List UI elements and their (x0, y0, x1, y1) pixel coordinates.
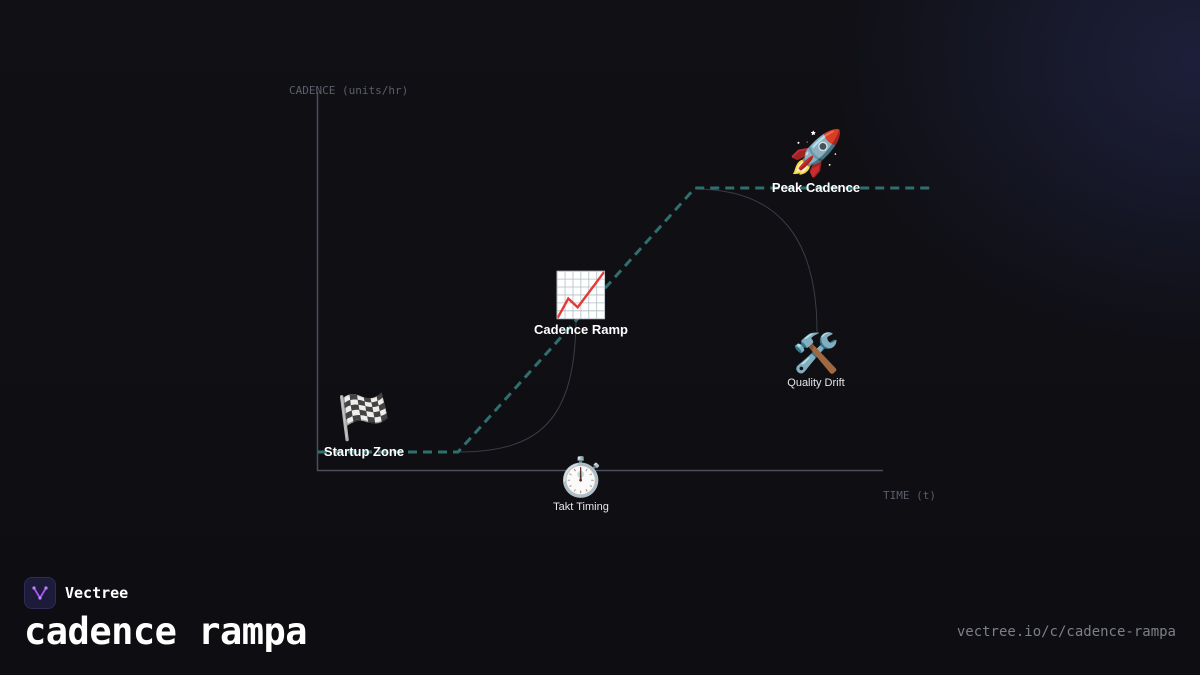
connector-peak-drift (694, 188, 818, 333)
node-peak-cadence: 🚀 Peak Cadence (771, 128, 861, 196)
stopwatch-icon: ⏱️ (557, 455, 605, 499)
cadence-ramp-line (318, 186, 930, 454)
y-axis-label: CADENCE (units/hr) (289, 84, 409, 97)
hammer-wrench-icon: 🛠️ (792, 331, 840, 375)
node-cadence-ramp: 📈 Cadence Ramp (534, 270, 628, 338)
node-label: Takt Timing (553, 501, 609, 513)
node-label: Startup Zone (323, 444, 405, 459)
node-label: Cadence Ramp (534, 322, 628, 337)
chart-increasing-icon: 📈 (553, 270, 609, 321)
node-label: Peak Cadence (771, 180, 861, 195)
connector-takt-ramp (457, 319, 577, 453)
brand: Vectree (24, 577, 128, 609)
node-label: Quality Drift (787, 377, 845, 389)
node-takt-timing: ⏱️ Takt Timing (553, 458, 609, 513)
node-startup-zone: 🏁 Startup Zone (323, 392, 405, 460)
x-axis-label: TIME (t) (883, 489, 936, 502)
brand-name: Vectree (65, 584, 129, 602)
page-title: cadence rampa (24, 610, 308, 653)
page-url[interactable]: vectree.io/c/cadence-rampa (956, 624, 1176, 640)
rocket-icon: 🚀 (788, 128, 844, 179)
node-quality-drift: 🛠️ Quality Drift (787, 334, 844, 389)
checkered-flag-icon: 🏁 (336, 392, 392, 443)
vectree-logo-icon (24, 577, 56, 609)
